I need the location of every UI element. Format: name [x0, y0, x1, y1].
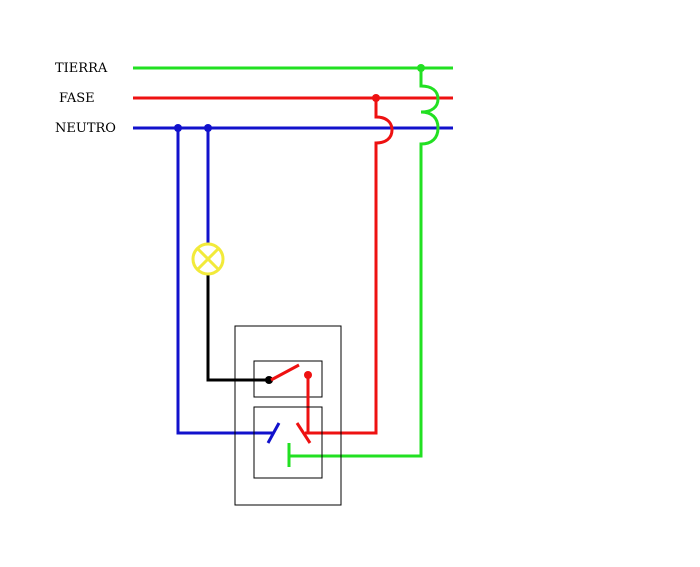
junction-dots	[174, 64, 425, 132]
socket-box	[253, 406, 323, 479]
neutro-label: NEUTRO	[55, 121, 116, 136]
fase-label: FASE	[59, 91, 95, 106]
fase-junction-dot	[372, 94, 380, 102]
fase-drop-wire	[305, 98, 394, 435]
neutro-junction-dot-2	[204, 124, 212, 132]
socket-neutro-pin	[266, 422, 281, 444]
lamp-icon	[191, 242, 225, 276]
neutro-socket-wire	[176, 128, 273, 435]
switch-lever	[270, 363, 300, 382]
switch-icon	[253, 360, 323, 433]
return-wire	[206, 275, 269, 382]
neutro-junction-dot-1	[174, 124, 182, 132]
switch-box	[253, 360, 323, 398]
bus-lines	[133, 66, 453, 130]
tierra-drop-wire	[289, 68, 440, 458]
tierra-junction-dot	[417, 64, 425, 72]
socket-fase-pin	[295, 422, 312, 444]
outer-box	[234, 325, 342, 506]
switch-terminal-left	[265, 376, 273, 384]
socket-icon	[253, 406, 323, 479]
tierra-label: TIERRA	[55, 61, 108, 76]
